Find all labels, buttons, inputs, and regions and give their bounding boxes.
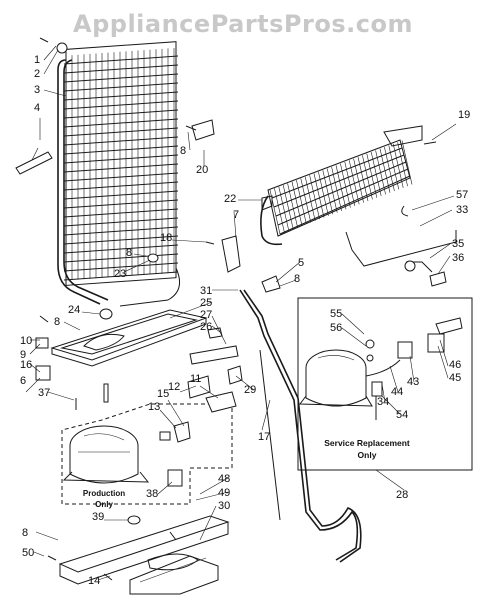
callout-8-2: 8 bbox=[54, 316, 60, 328]
connecting-tubes bbox=[239, 230, 457, 563]
callout-36: 36 bbox=[452, 252, 464, 264]
callout-38: 38 bbox=[146, 488, 158, 500]
callout-16: 16 bbox=[20, 359, 32, 371]
callout-44: 44 bbox=[391, 386, 403, 398]
callout-34: 34 bbox=[377, 396, 389, 408]
callout-33: 33 bbox=[456, 204, 468, 216]
drain-pan bbox=[50, 309, 208, 367]
callout-8-5: 8 bbox=[22, 527, 28, 539]
callout-22: 22 bbox=[224, 193, 236, 205]
callout-27: 27 bbox=[200, 309, 212, 321]
callout-46: 46 bbox=[449, 359, 461, 371]
base-rail-assembly bbox=[58, 515, 230, 595]
callout-49: 49 bbox=[218, 487, 230, 499]
condenser-coil bbox=[57, 41, 181, 307]
callout-37: 37 bbox=[38, 387, 50, 399]
callout-19: 19 bbox=[458, 109, 470, 121]
callout-24: 24 bbox=[68, 304, 80, 316]
callout-9: 9 bbox=[20, 349, 26, 361]
callout-4: 4 bbox=[34, 102, 40, 114]
callout-14: 14 bbox=[88, 575, 100, 587]
coil-vertical-wires bbox=[71, 48, 175, 280]
callout-43: 43 bbox=[407, 376, 419, 388]
production-label-line2: Only bbox=[95, 500, 113, 509]
leader-lines bbox=[25, 45, 457, 581]
callout-6: 6 bbox=[20, 375, 26, 387]
callout-30: 30 bbox=[218, 500, 230, 512]
service-replacement-label-line2: Only bbox=[358, 450, 377, 460]
callout-28: 28 bbox=[396, 489, 408, 501]
callout-11: 11 bbox=[190, 373, 201, 385]
small-parts bbox=[15, 37, 447, 581]
callout-50: 50 bbox=[22, 547, 34, 559]
callout-56: 56 bbox=[330, 322, 342, 334]
callout-26: 26 bbox=[200, 321, 212, 333]
callout-15: 15 bbox=[157, 388, 169, 400]
evaporator-coil bbox=[260, 125, 423, 246]
service-replacement-label-line1: Service Replacement bbox=[324, 438, 410, 448]
callout-13: 13 bbox=[148, 401, 160, 413]
callout-1: 1 bbox=[34, 54, 40, 66]
callout-57: 57 bbox=[456, 189, 468, 201]
callout-23: 23 bbox=[114, 268, 126, 280]
production-compressor-group bbox=[61, 403, 233, 505]
callout-12: 12 bbox=[168, 381, 180, 393]
callout-55: 55 bbox=[330, 308, 342, 320]
service-replacement-box bbox=[297, 297, 473, 471]
watermark: AppliancePartsPros.com bbox=[73, 10, 413, 38]
callout-20: 20 bbox=[196, 164, 208, 176]
callout-10: 10 bbox=[20, 335, 32, 347]
callout-29: 29 bbox=[244, 384, 256, 396]
callout-48: 48 bbox=[218, 473, 230, 485]
callout-31: 31 bbox=[200, 285, 212, 297]
callout-numbers: 1234567891011121314151617181920222324252… bbox=[20, 54, 470, 587]
callout-2: 2 bbox=[34, 68, 40, 80]
callout-54: 54 bbox=[396, 409, 408, 421]
callout-8-4: 8 bbox=[126, 247, 132, 259]
callout-25: 25 bbox=[200, 297, 212, 309]
callout-3: 3 bbox=[34, 84, 40, 96]
callout-35: 35 bbox=[452, 238, 464, 250]
callout-17: 17 bbox=[258, 431, 270, 443]
callout-45: 45 bbox=[449, 372, 461, 384]
callout-8: 8 bbox=[180, 145, 186, 157]
evaporator-fins bbox=[269, 140, 413, 235]
production-label-line1: Production bbox=[83, 489, 125, 498]
callout-7: 7 bbox=[233, 209, 239, 221]
callout-39: 39 bbox=[92, 511, 104, 523]
callout-8-3: 8 bbox=[294, 273, 300, 285]
coil-horizontal-tubes bbox=[63, 55, 179, 281]
callout-18: 18 bbox=[160, 232, 172, 244]
callout-5: 5 bbox=[298, 257, 304, 269]
